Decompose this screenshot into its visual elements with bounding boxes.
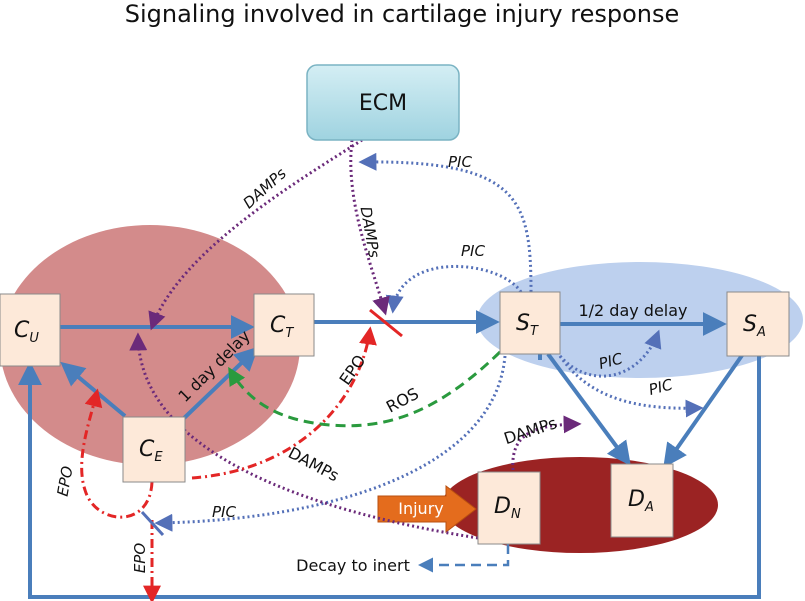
- damps-signals: [129, 138, 582, 540]
- node-st: ST: [499, 291, 561, 355]
- svg-text:CT: CT: [270, 313, 294, 341]
- ecm-box: [306, 64, 460, 141]
- label-pic-mid: PIC: [461, 242, 485, 260]
- damps-ecm-to-cu-path: [148, 138, 363, 331]
- ecm-label: ECM: [359, 91, 407, 116]
- svg-text:CU: CU: [14, 318, 39, 346]
- node-cu: CU: [0, 293, 61, 367]
- node-dn-sub: N: [511, 507, 521, 522]
- epo-ce-to-cu-path: [80, 388, 154, 519]
- label-half-day-delay: 1/2 day delay: [578, 301, 687, 320]
- arrow-dn-decay: [418, 544, 510, 573]
- pic-signals: [154, 152, 704, 532]
- node-ct-sub: T: [285, 326, 294, 341]
- pic-st-to-ct-path: [385, 264, 523, 314]
- damps-ecm-to-junction-path: [349, 139, 390, 316]
- label-damps-left: DAMPs: [239, 164, 290, 212]
- label-epo-left: EPO: [54, 464, 77, 497]
- epo-ce-to-ct-path: [191, 326, 377, 480]
- node-sa: SA: [726, 291, 790, 357]
- node-sa-main: S: [743, 312, 757, 337]
- svg-text:SA: SA: [743, 312, 766, 340]
- node-da-sub: A: [644, 500, 654, 515]
- label-pic-bottom: PIC: [212, 503, 236, 521]
- pic-st-loop-1: [558, 329, 662, 378]
- label-damps-mid: DAMPs: [357, 205, 384, 259]
- diagram-title: Signaling involved in cartilage injury r…: [125, 0, 680, 28]
- node-cu-main: C: [14, 318, 30, 343]
- pic-st-to-ecm-path: [358, 152, 533, 293]
- node-da: DA: [610, 463, 674, 538]
- node-ce: CE: [122, 416, 186, 483]
- node-ct: CT: [253, 293, 315, 357]
- node-st-main: S: [516, 311, 530, 336]
- label-decay: Decay to inert: [296, 556, 410, 575]
- inhibition-bar-ct-st: [369, 308, 403, 338]
- injury-arrow: Injury: [377, 484, 477, 534]
- label-pic-st-2: PIC: [647, 375, 675, 399]
- inhibition-bar-ce: [140, 510, 165, 537]
- injury-label: Injury: [398, 499, 444, 518]
- label-pic-top: PIC: [448, 153, 472, 171]
- damps-dn-loop-path: [511, 415, 582, 471]
- arrow-ce-ct: [178, 346, 259, 424]
- arrow-sa-da: [663, 352, 745, 468]
- svg-text:DA: DA: [628, 487, 654, 515]
- node-da-main: D: [628, 487, 645, 512]
- arrow-sa-cu-return: [18, 356, 761, 599]
- arrow-st-da: [546, 352, 631, 466]
- ros-signal: [228, 350, 502, 428]
- node-dn-main: D: [494, 494, 511, 519]
- label-pic-st-1: PIC: [597, 349, 625, 373]
- node-ct-main: C: [270, 313, 286, 338]
- node-st-sub: T: [530, 324, 539, 339]
- label-damps-lower: DAMPs: [285, 443, 342, 485]
- node-ce-sub: E: [154, 450, 163, 465]
- pic-st-to-ce-path: [154, 355, 507, 532]
- label-damps-dn: DAMPs: [501, 413, 559, 448]
- node-ce-main: C: [139, 437, 155, 462]
- chondrocyte-region: [0, 225, 300, 465]
- svg-text:CE: CE: [139, 437, 163, 465]
- epo-signals: [80, 326, 377, 601]
- damps-dn-to-cu-path: [129, 332, 479, 540]
- node-cu-sub: U: [29, 331, 39, 346]
- pic-st-loop-2: [558, 355, 704, 418]
- svg-text:ST: ST: [516, 311, 539, 339]
- svg-text:DN: DN: [494, 494, 521, 522]
- label-epo-bottom: EPO: [131, 543, 149, 574]
- node-dn: DN: [477, 471, 541, 545]
- node-sa-sub: A: [756, 325, 766, 340]
